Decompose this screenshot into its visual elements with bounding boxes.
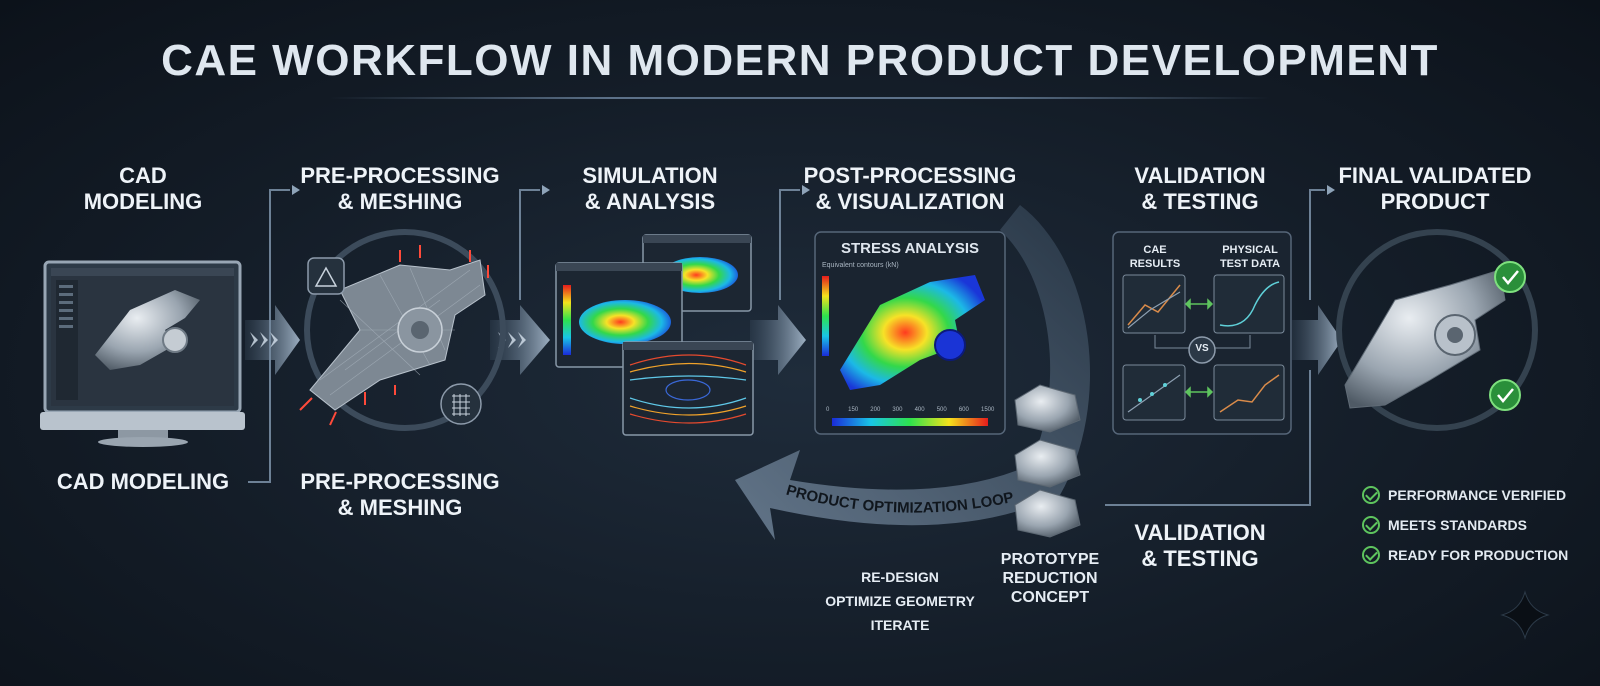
stress-scale-tick: 150	[848, 407, 859, 413]
stage-validation-top: VALIDATION & TESTING	[1134, 163, 1266, 214]
stage-cad-modeling-bottom: CAD MODELING	[56, 469, 230, 494]
validation-panel	[1112, 231, 1292, 435]
page-title: CAE WORKFLOW IN MODERN PRODUCT DEVELOPME…	[161, 36, 1439, 85]
stage-preprocessing-top: PRE-PROCESSING & MESHING	[300, 163, 500, 214]
prototype-parts	[1014, 384, 1081, 538]
stage-final-product: FINAL VALIDATED PRODUCT	[1338, 163, 1532, 214]
monitor-illustration	[40, 260, 245, 447]
stress-scale-tick: 0	[826, 407, 830, 413]
loop-steps: RE-DESIGN OPTIMIZE GEOMETRY ITERATE	[795, 565, 1005, 637]
check-item-label: READY FOR PRODUCTION	[1388, 547, 1569, 563]
loop-label: PRODUCT OPTIMIZATION LOOP	[784, 482, 1015, 517]
vs-badge: VS	[1195, 343, 1209, 354]
checkmark-icon	[1362, 516, 1380, 534]
stage-validation-bottom: VALIDATION & TESTING	[1134, 520, 1266, 571]
checkmark-icon	[1362, 546, 1380, 564]
check-item: MEETS STANDARDS	[1362, 510, 1592, 540]
final-checklist: PERFORMANCE VERIFIED MEETS STANDARDS READY…	[1362, 480, 1592, 570]
final-product-illustration	[1336, 229, 1538, 431]
checkmark-icon	[1362, 486, 1380, 504]
loop-step: OPTIMIZE GEOMETRY	[825, 593, 975, 609]
stress-scale-tick: 200	[870, 407, 881, 413]
mesh-illustration	[299, 229, 506, 431]
stage-simulation: SIMULATION & ANALYSIS	[582, 163, 718, 214]
stage-cad-modeling-top: CAD MODELING	[83, 163, 203, 214]
stress-scale-tick: 500	[936, 407, 947, 413]
simulation-windows	[555, 234, 754, 436]
prototype-reduction-note: PROTOTYPE REDUCTION CONCEPT	[1000, 551, 1100, 606]
loop-step: ITERATE	[870, 617, 930, 633]
stage-preprocessing-bottom: PRE-PROCESSING & MESHING	[300, 469, 500, 520]
title-divider	[330, 97, 1270, 99]
optimization-loop-arrow	[735, 205, 1091, 540]
stress-scale-tick: 1500	[981, 407, 995, 413]
check-item-label: PERFORMANCE VERIFIED	[1388, 487, 1567, 503]
stress-scale-tick: 400	[914, 407, 925, 413]
stress-panel	[814, 231, 1006, 435]
sparkle-logo	[1500, 590, 1550, 640]
stress-scale-tick: 300	[892, 407, 903, 413]
stress-analysis-title: STRESS ANALYSIS	[840, 240, 980, 257]
cae-results-label: CAE RESULTS	[1129, 244, 1181, 270]
stress-scale-tick: 600	[958, 407, 969, 413]
stress-scale-ticks: 0 150 200 300 400 500 600 1500	[826, 407, 996, 417]
check-item-label: MEETS STANDARDS	[1388, 517, 1527, 533]
stress-legend-title: Equivalent contours (kN)	[822, 262, 899, 269]
stage-postprocessing: POST-PROCESSING & VISUALIZATION	[803, 163, 1017, 214]
loop-step: RE-DESIGN	[861, 569, 939, 585]
check-item: READY FOR PRODUCTION	[1362, 540, 1592, 570]
physical-test-label: PHYSICAL TEST DATA	[1219, 244, 1281, 270]
check-item: PERFORMANCE VERIFIED	[1362, 480, 1592, 510]
